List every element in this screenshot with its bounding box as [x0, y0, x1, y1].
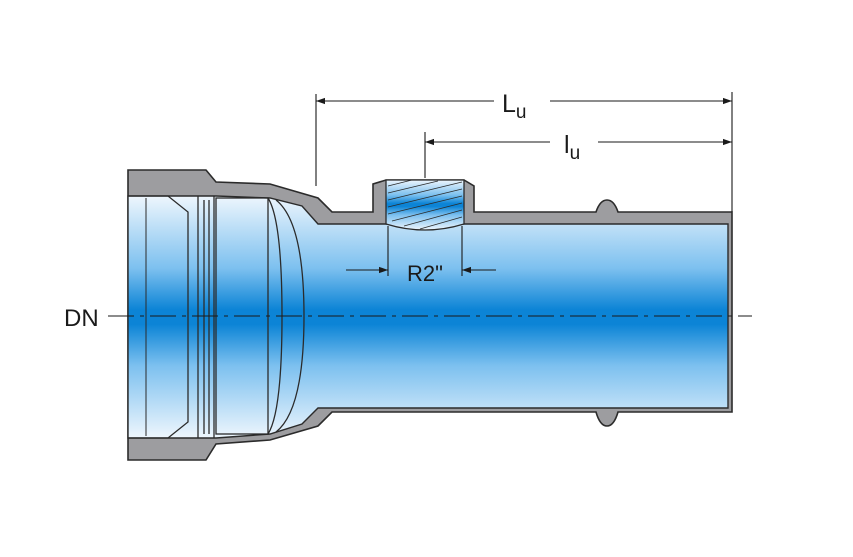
- inner-length-dimension: [424, 132, 732, 178]
- inner-length-label: lu: [564, 131, 580, 164]
- thread-size-label: R2": [407, 261, 443, 286]
- threaded-port: [385, 179, 465, 231]
- overall-length-label: Lu: [502, 90, 526, 123]
- nominal-diameter-label: DN: [64, 305, 99, 332]
- bore-channel: [127, 195, 729, 439]
- thread-dimension: [346, 226, 496, 276]
- overall-length-dimension: [315, 92, 733, 212]
- inlet-bevel: [128, 195, 189, 439]
